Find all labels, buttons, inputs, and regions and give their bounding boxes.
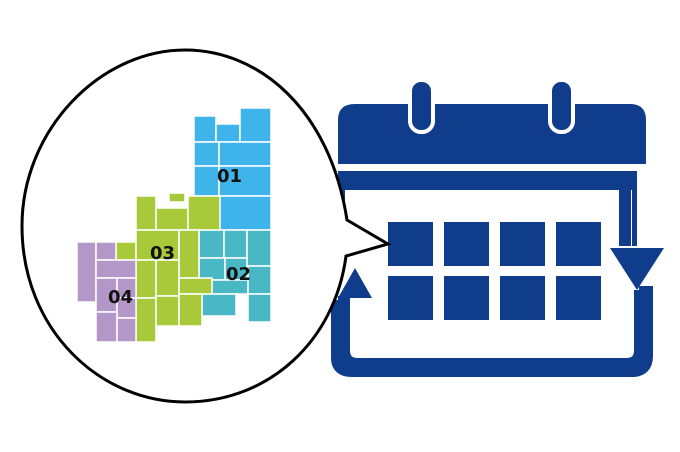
calendar-grid — [388, 222, 601, 320]
region-01 — [193, 107, 272, 231]
calendar-header — [338, 104, 646, 164]
calendar-day-cell — [500, 222, 545, 266]
region-label-02: 02 — [226, 264, 251, 285]
calendar-day-cell — [556, 276, 601, 320]
region-label-04: 04 — [108, 287, 133, 308]
arrow-down-right-icon — [610, 248, 664, 290]
calendar-ring-right — [548, 78, 575, 134]
region-04 — [76, 241, 137, 343]
calendar-day-cell — [444, 276, 489, 320]
calendar-day-cell — [444, 222, 489, 266]
calendar-frame-top — [344, 178, 631, 246]
region-label-03: 03 — [150, 243, 175, 264]
region-02 — [198, 229, 272, 323]
calendar-ring-left — [408, 78, 435, 134]
arrow-up-left-icon — [338, 268, 372, 298]
region-map — [76, 107, 272, 343]
calendar-day-cell — [388, 222, 433, 266]
calendar-icon — [331, 78, 664, 377]
calendar-frame-bottom — [338, 290, 646, 370]
calendar-day-cell — [388, 276, 433, 320]
calendar-day-cell — [556, 222, 601, 266]
region-label-01: 01 — [217, 166, 242, 187]
calendar-inner — [350, 190, 632, 360]
calendar-day-cell — [500, 276, 545, 320]
